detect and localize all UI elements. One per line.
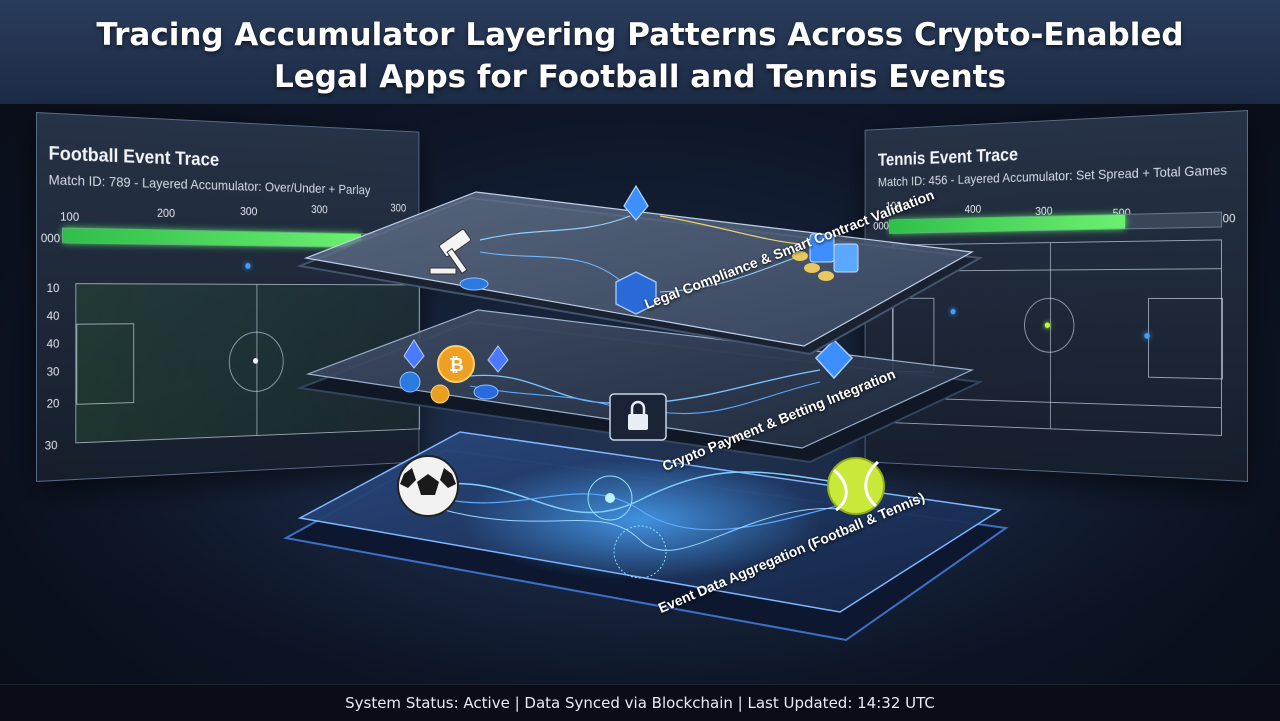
payment-flow-line [659,369,821,403]
gavel-icon [429,228,472,275]
smart-contract-cube-icon [615,271,657,315]
ethereum-icon [487,345,509,373]
padlock-shackle [630,400,646,414]
layer-legal-compliance [296,184,984,356]
crypto-coin-icon [459,277,489,291]
data-flow-line [429,471,861,514]
contract-flow-line [479,215,631,241]
soccer-ball-icon [397,455,459,517]
network-sphere-icon [613,525,667,579]
gold-coin-icon [804,263,820,273]
gold-coin-icon [818,271,834,281]
contract-flow-line [659,215,801,245]
gold-coin-icon [792,251,808,261]
bitcoin-icon [437,345,475,383]
layer-crypto-payment: ₿ [296,309,984,464]
title-line-1: Tracing Accumulator Layering Patterns Ac… [96,17,1184,53]
contract-flow-line [659,255,801,293]
crypto-coin-icon [399,371,421,393]
network-node-icon [587,475,633,521]
padlock-icon [628,414,648,430]
svg-text:₿: ₿ [449,355,464,376]
ethereum-icon [403,339,425,369]
data-flow-glow [460,460,820,580]
payment-flow-line [659,381,821,415]
payment-flow-line [469,374,631,404]
layer-event-data-aggregation [283,431,1009,642]
document-icon [833,243,859,273]
page-title: Tracing Accumulator Layering Patterns Ac… [40,14,1240,98]
ethereum-icon [623,184,649,221]
crypto-coin-icon [473,384,499,400]
status-bar-text: System Status: Active | Data Synced via … [345,694,935,712]
layer-surface [303,191,974,347]
data-flow-line [429,505,861,551]
ethereum-icon [814,338,854,380]
network-node-center [605,493,615,503]
crypto-coin-icon [430,384,450,404]
title-line-2: Legal Apps for Football and Tennis Event… [273,59,1007,95]
header-banner: Tracing Accumulator Layering Patterns Ac… [0,0,1280,104]
tennis-ball-icon [827,457,885,515]
data-flow-line [429,493,861,531]
status-bar: System Status: Active | Data Synced via … [0,684,1280,721]
contract-flow-line [479,251,631,291]
